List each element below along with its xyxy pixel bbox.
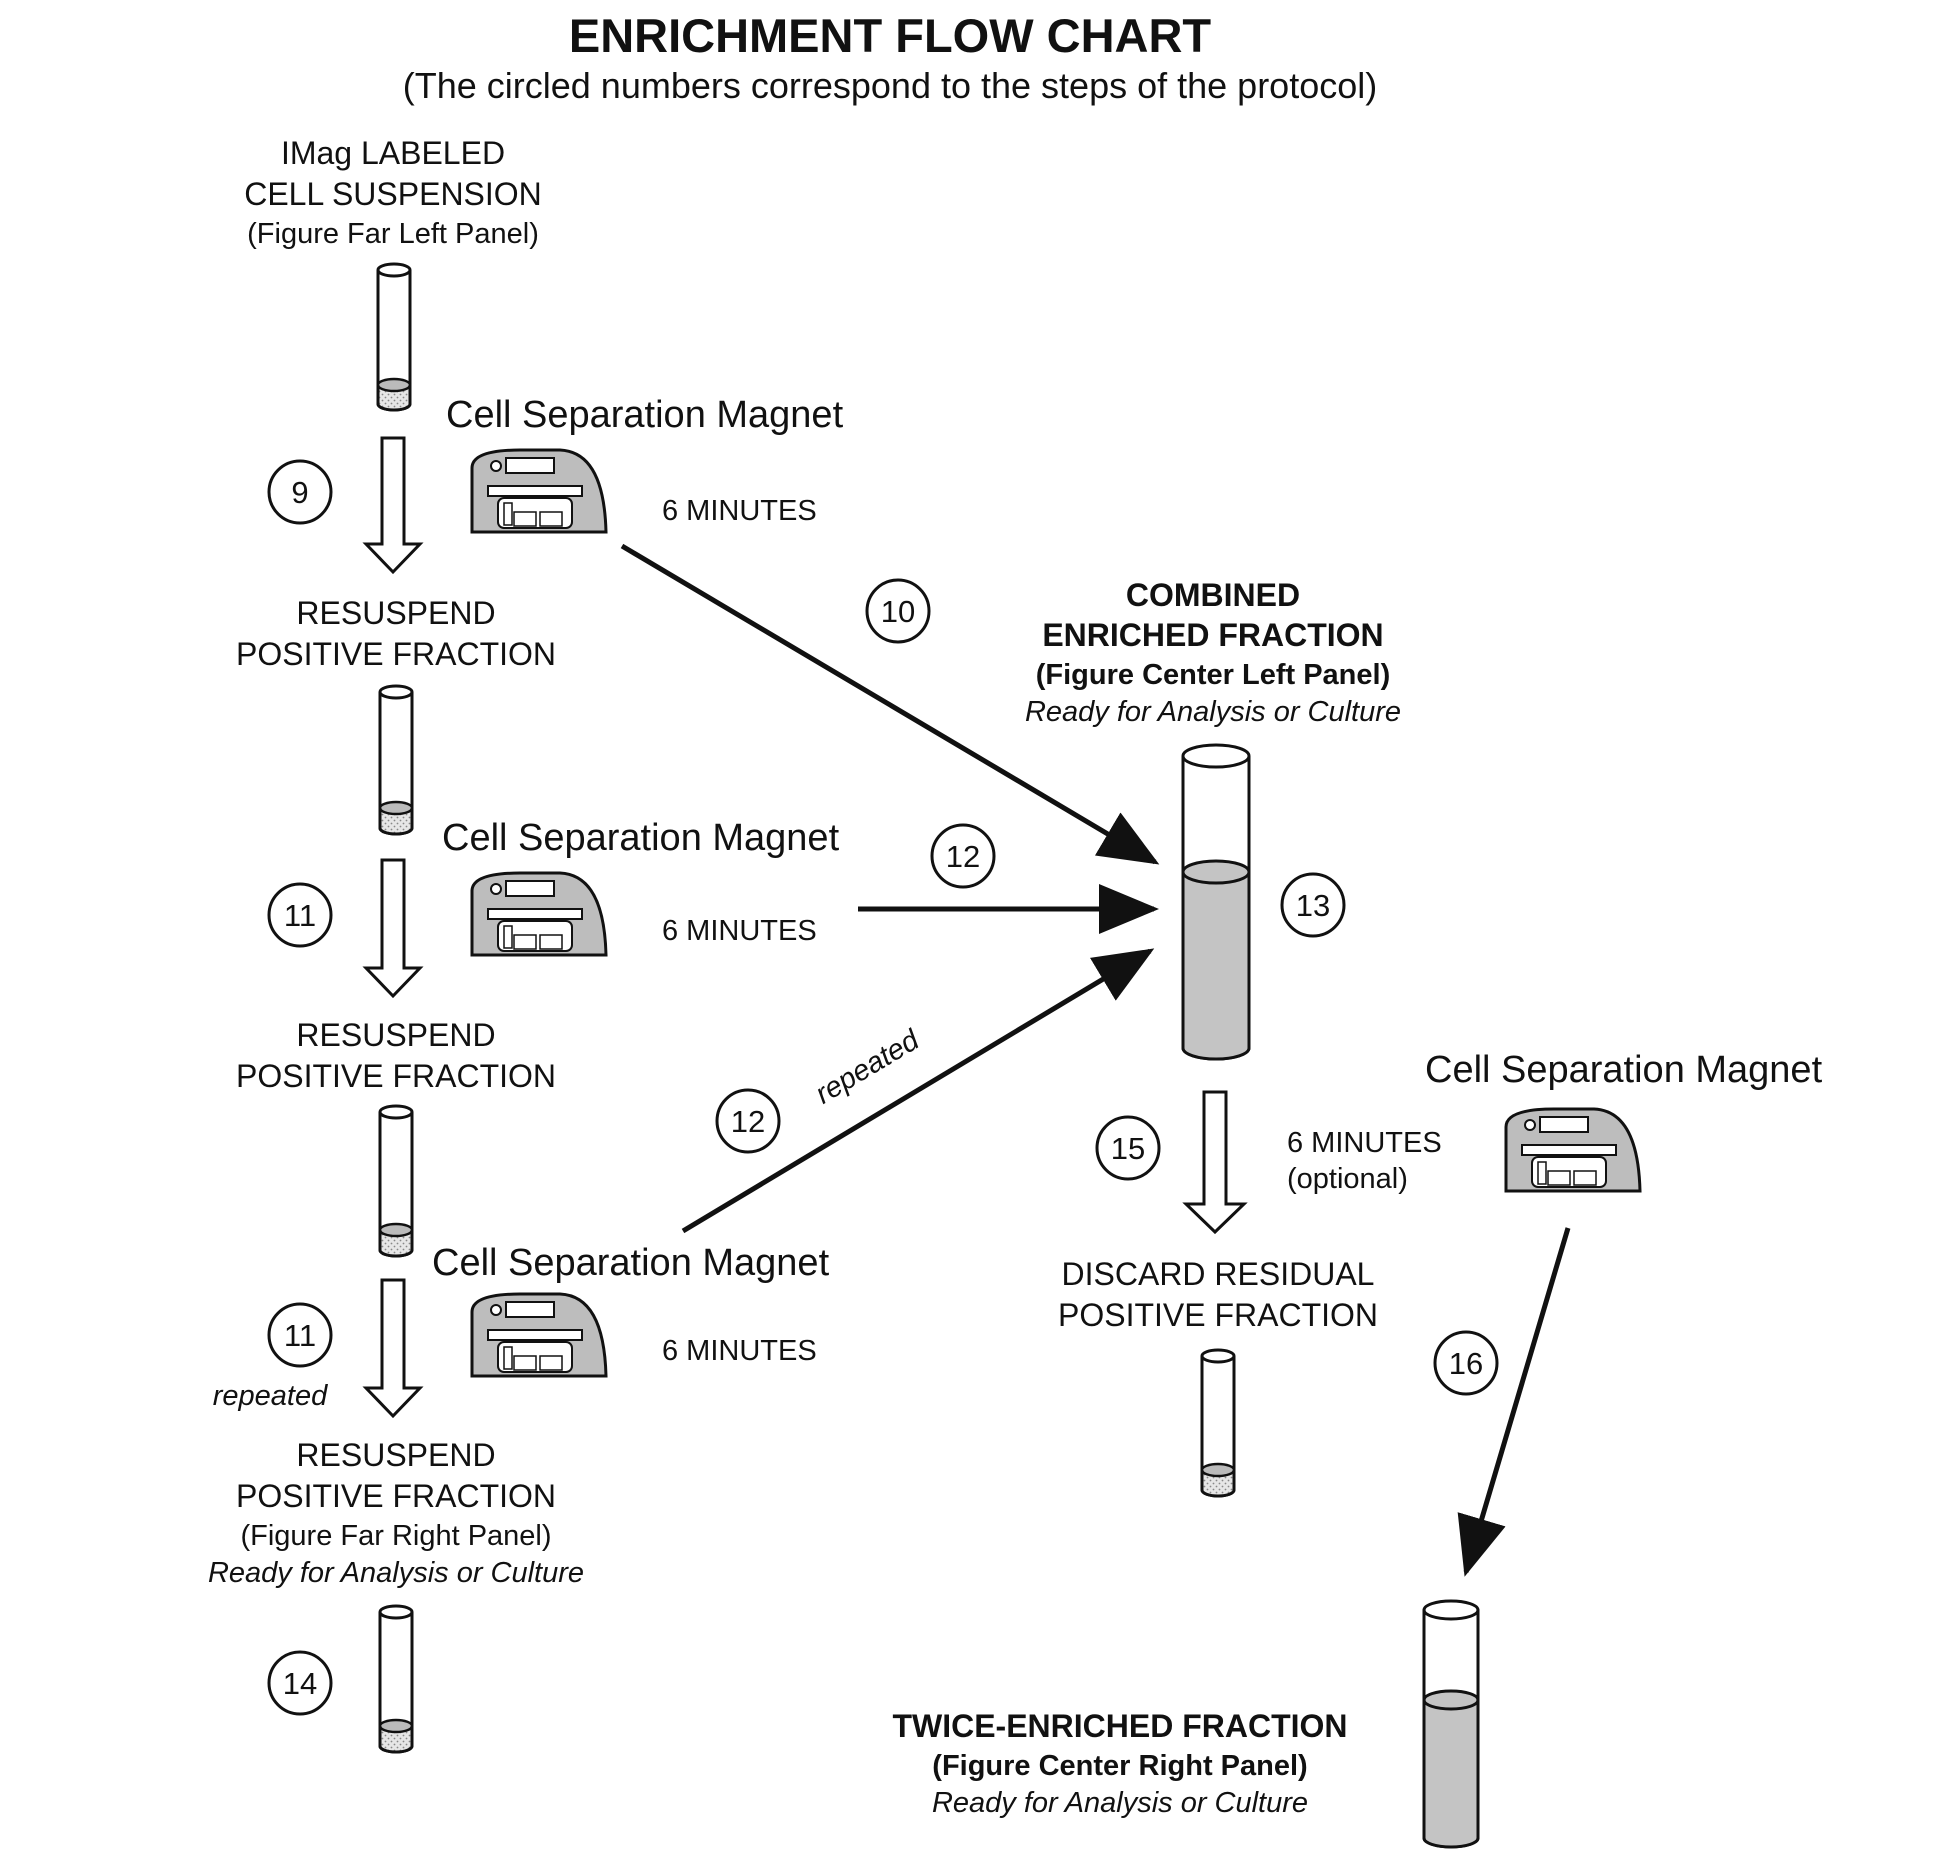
step-badge-9: 9 <box>267 459 333 525</box>
magnet-4-icon <box>1504 1107 1642 1193</box>
step-badge-10: 10 <box>865 578 931 644</box>
tube-discard <box>1200 1348 1236 1498</box>
resuspend-2-line-1: RESUSPEND <box>296 1017 495 1053</box>
magnet-4-optional: (optional) <box>1287 1163 1408 1195</box>
discard-label: DISCARD RESIDUAL POSITIVE FRACTION <box>1058 1256 1378 1333</box>
magnet-3-icon <box>470 1292 608 1378</box>
resuspend-1-line-1: RESUSPEND <box>296 595 495 631</box>
combined-line-4: Ready for Analysis or Culture <box>1025 696 1401 728</box>
down-arrow-step-9 <box>362 436 424 575</box>
tube-resuspend-2 <box>378 1104 414 1258</box>
tube-twice-enriched <box>1422 1599 1480 1849</box>
magnet-2-icon <box>470 871 608 957</box>
page-subtitle: (The circled numbers correspond to the s… <box>403 65 1377 106</box>
step-badge-14: 14 <box>267 1650 333 1716</box>
magnet-1-icon <box>470 448 608 534</box>
combined-line-2: ENRICHED FRACTION <box>1042 617 1383 653</box>
repeated-label-left: repeated <box>213 1380 328 1412</box>
start-label: IMag LABELED CELL SUSPENSION (Figure Far… <box>244 135 542 250</box>
tube-final-left <box>378 1604 414 1754</box>
resuspend-3-line-2: POSITIVE FRACTION <box>236 1478 556 1514</box>
tube-combined <box>1181 743 1251 1061</box>
step-badge-11-a: 11 <box>267 882 333 948</box>
tube-cell-suspension <box>376 262 412 412</box>
magnet-1-duration: 6 MINUTES <box>662 495 817 527</box>
resuspend-3-line-4: Ready for Analysis or Culture <box>208 1557 584 1589</box>
step-badge-12-b: 12 <box>715 1088 781 1154</box>
twice-enriched-label: TWICE-ENRICHED FRACTION (Figure Center R… <box>892 1708 1347 1819</box>
magnet-2-duration: 6 MINUTES <box>662 915 817 947</box>
resuspend-2-line-2: POSITIVE FRACTION <box>236 1058 556 1094</box>
magnet-4-label: Cell Separation Magnet <box>1425 1049 1823 1091</box>
step-14-number: 14 <box>283 1666 317 1701</box>
resuspend-label-2: RESUSPEND POSITIVE FRACTION <box>236 1017 556 1094</box>
arrow-step-12-repeated <box>681 948 1155 1234</box>
step-badge-13: 13 <box>1280 872 1346 938</box>
twice-line-3: Ready for Analysis or Culture <box>932 1787 1308 1819</box>
step-10-number: 10 <box>881 594 915 629</box>
resuspend-label-3: RESUSPEND POSITIVE FRACTION (Figure Far … <box>208 1437 584 1589</box>
page-title: ENRICHMENT FLOW CHART <box>569 9 1212 62</box>
discard-line-1: DISCARD RESIDUAL <box>1062 1256 1375 1292</box>
arrow-step-10 <box>620 543 1160 865</box>
step-15-number: 15 <box>1111 1131 1145 1166</box>
step-badge-16: 16 <box>1433 1330 1499 1396</box>
step-badge-15: 15 <box>1095 1115 1161 1181</box>
step-badge-11-b: 11 <box>267 1302 333 1368</box>
discard-line-2: POSITIVE FRACTION <box>1058 1297 1378 1333</box>
arrow-step-16 <box>1457 1227 1571 1577</box>
magnet-2-label: Cell Separation Magnet <box>442 817 840 859</box>
step-16-number: 16 <box>1449 1346 1483 1381</box>
resuspend-label-1: RESUSPEND POSITIVE FRACTION <box>236 595 556 672</box>
resuspend-1-line-2: POSITIVE FRACTION <box>236 636 556 672</box>
combined-line-1: COMBINED <box>1126 577 1300 613</box>
magnet-3-label: Cell Separation Magnet <box>432 1242 830 1284</box>
combined-fraction-label: COMBINED ENRICHED FRACTION (Figure Cente… <box>1025 577 1401 728</box>
start-label-line-2: CELL SUSPENSION <box>244 176 542 212</box>
twice-line-1: TWICE-ENRICHED FRACTION <box>892 1708 1347 1744</box>
down-arrow-step-11-repeated <box>362 1278 424 1419</box>
step-12a-number: 12 <box>946 839 980 874</box>
magnet-4-duration: 6 MINUTES <box>1287 1127 1442 1159</box>
twice-line-2: (Figure Center Right Panel) <box>932 1750 1307 1782</box>
step-11b-number: 11 <box>284 1318 316 1353</box>
step-badge-12-a: 12 <box>930 823 996 889</box>
step-9-number: 9 <box>291 475 308 510</box>
resuspend-3-line-3: (Figure Far Right Panel) <box>240 1520 551 1552</box>
step-11a-number: 11 <box>284 898 316 933</box>
down-arrow-step-11 <box>362 858 424 999</box>
start-label-line-3: (Figure Far Left Panel) <box>247 218 539 250</box>
magnet-3-duration: 6 MINUTES <box>662 1335 817 1367</box>
tube-resuspend-1 <box>378 684 414 836</box>
start-label-line-1: IMag LABELED <box>281 135 505 171</box>
resuspend-3-line-1: RESUSPEND <box>296 1437 495 1473</box>
combined-line-3: (Figure Center Left Panel) <box>1036 659 1391 691</box>
down-arrow-step-15 <box>1182 1090 1248 1235</box>
step-13-number: 13 <box>1296 888 1330 923</box>
magnet-1-label: Cell Separation Magnet <box>446 394 844 436</box>
step-12b-number: 12 <box>731 1104 765 1139</box>
